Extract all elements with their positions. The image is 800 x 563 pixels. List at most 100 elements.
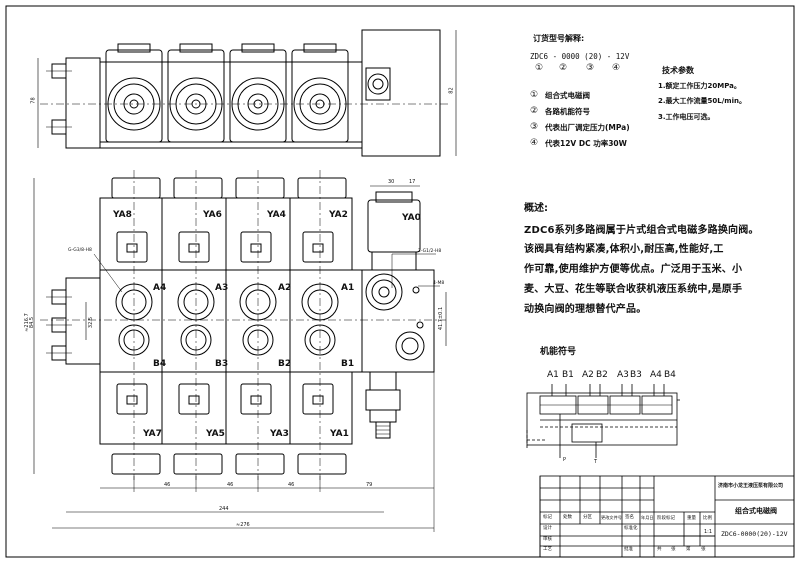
order-item-1-num: ① — [530, 90, 539, 100]
dim-front-height-inner: 84.5 — [29, 316, 36, 329]
tech-param-1: 1.额定工作压力20MPa。 — [658, 82, 741, 90]
top-coil-3 — [229, 43, 287, 143]
ports — [115, 283, 339, 356]
schematic-label-b4: B4 — [664, 370, 676, 380]
dim-top-height-right: 82 — [448, 87, 455, 94]
tb-cell-zone: 分区 — [583, 515, 592, 520]
dim-relief-w2: 17 — [409, 179, 416, 185]
tech-param-3: 3.工作电压可选。 — [658, 113, 715, 121]
tb-cell-date: 年月日 — [641, 515, 654, 520]
tb-cell-sheet2: 张 — [701, 547, 706, 552]
tb-cell-standard: 标准化 — [624, 526, 638, 531]
tb-cell-scale: 比例 — [703, 516, 712, 521]
schematic-label-a4: A4 — [650, 370, 662, 380]
dim-relief-w1: 30 — [388, 179, 395, 185]
schematic-label-b2: B2 — [596, 370, 608, 380]
tb-cell-mark: 标记 — [543, 515, 552, 520]
port-label-b2: B2 — [278, 359, 292, 369]
dim-total-length: ≈276 — [236, 522, 250, 528]
tb-cell-sheet1: 张 — [671, 547, 676, 552]
tech-param-2: 2.最大工作流量50L/min。 — [658, 97, 746, 105]
lower-coils — [99, 371, 353, 475]
dim-pitch-1: 46 — [164, 482, 171, 488]
schematic-label-b3: B3 — [630, 370, 642, 380]
coil-label-ya7: YA7 — [143, 429, 162, 439]
overview-line-1: ZDC6系列多路阀属于片式组合式电磁多路换向阀。 — [524, 225, 759, 236]
tech-params-heading: 技术参数 — [662, 66, 694, 75]
tb-cell-weight: 重量 — [687, 516, 696, 521]
schematic-label-a3: A3 — [617, 370, 629, 380]
dim-pitch-3: 46 — [288, 482, 295, 488]
title-company: 济南市小龙王液压泵有限公司 — [718, 483, 784, 489]
hydraulic-schematic — [526, 384, 680, 458]
upper-coils — [99, 177, 353, 271]
schematic-label-p: P — [563, 457, 567, 463]
schematic-label-t: T — [594, 459, 598, 465]
port-label-a3: A3 — [215, 283, 229, 293]
dim-thread-right: 2-G1/2-H8 — [418, 249, 442, 254]
top-coil-2 — [167, 43, 225, 143]
overview-line-2: 该阀具有结构紧凑,体积小,耐压高,性能好,工 — [524, 244, 724, 255]
tb-cell-count: 处数 — [563, 515, 572, 520]
title-model: ZDC6-0000(20)-12V — [721, 530, 788, 538]
inlet-section — [361, 191, 435, 439]
tb-cell-signature: 签名 — [625, 515, 634, 520]
schematic-label-b1: B1 — [562, 370, 574, 380]
order-code-marker-2: ② — [559, 63, 568, 73]
order-item-4-text: 代表12V DC 功率30W — [545, 139, 627, 148]
order-item-2-text: 各路机能符号 — [545, 107, 590, 116]
coil-label-ya5: YA5 — [206, 429, 225, 439]
schematic-label-a2: A2 — [582, 370, 594, 380]
coil-label-ya1: YA1 — [330, 429, 349, 439]
tb-cell-no: 第 — [686, 547, 691, 552]
port-label-b3: B3 — [215, 359, 229, 369]
function-symbol-heading: 机能符号 — [540, 347, 577, 357]
dim-pitch-2: 46 — [227, 482, 234, 488]
order-code-marker-4: ④ — [612, 63, 621, 73]
title-product-name: 组合式电磁阀 — [735, 507, 777, 515]
order-item-2-num: ② — [530, 106, 539, 116]
dim-thread-left: G-G3/8-H8 — [68, 248, 92, 253]
tb-cell-total: 共 — [657, 547, 662, 552]
port-label-b4: B4 — [153, 359, 167, 369]
top-coil-1 — [105, 43, 163, 143]
coil-label-ya6: YA6 — [203, 210, 222, 220]
order-code-marker-1: ① — [535, 63, 544, 73]
tb-cell-approve: 批准 — [624, 547, 633, 552]
coil-label-ya8: YA8 — [113, 210, 132, 220]
order-item-3-text: 代表出厂调定压力(MPa) — [545, 123, 630, 132]
dim-thread-mount: 4-M8 — [433, 281, 445, 286]
port-label-a4: A4 — [153, 283, 167, 293]
sheet-border — [5, 5, 795, 558]
tb-cell-stage: 阶段标记 — [657, 516, 675, 521]
coil-label-ya4: YA4 — [267, 210, 286, 220]
tb-cell-review: 审核 — [543, 537, 552, 542]
order-code-string: ZDC6 - 0000 (20) - 12V — [530, 52, 630, 61]
schematic-label-a1: A1 — [547, 370, 559, 380]
dim-bolt-spacing: 244 — [219, 506, 229, 512]
port-label-a1: A1 — [341, 283, 355, 293]
dim-right-height: 41.7±0.1 — [438, 306, 445, 331]
overview-heading: 概述: — [524, 203, 548, 214]
overview-line-5: 动换向阀的理想替代产品。 — [524, 304, 647, 315]
dim-end-width: 79 — [366, 482, 373, 488]
tb-cell-change-no: 更改文件号 — [601, 515, 622, 520]
tb-cell-design: 设计 — [543, 526, 552, 531]
dim-top-height-left: 78 — [30, 97, 37, 104]
top-coil-4 — [291, 43, 349, 143]
port-label-b1: B1 — [341, 359, 355, 369]
title-block-lines — [539, 475, 795, 558]
coil-label-ya2: YA2 — [329, 210, 348, 220]
overview-line-4: 麦、大豆、花生等联合收获机液压系统中,是原手 — [524, 284, 743, 295]
top-view — [37, 29, 457, 157]
overview-line-3: 作可靠,使用维护方便等优点。广泛用于玉米、小 — [524, 264, 743, 275]
dim-port-spacing: 32.5 — [88, 316, 95, 329]
tb-cell-process: 工艺 — [543, 547, 552, 552]
order-code-heading: 订货型号解释: — [533, 34, 585, 43]
order-item-3-num: ③ — [530, 122, 539, 132]
coil-label-ya3: YA3 — [270, 429, 289, 439]
order-code-marker-3: ③ — [586, 63, 595, 73]
front-view — [33, 170, 447, 532]
